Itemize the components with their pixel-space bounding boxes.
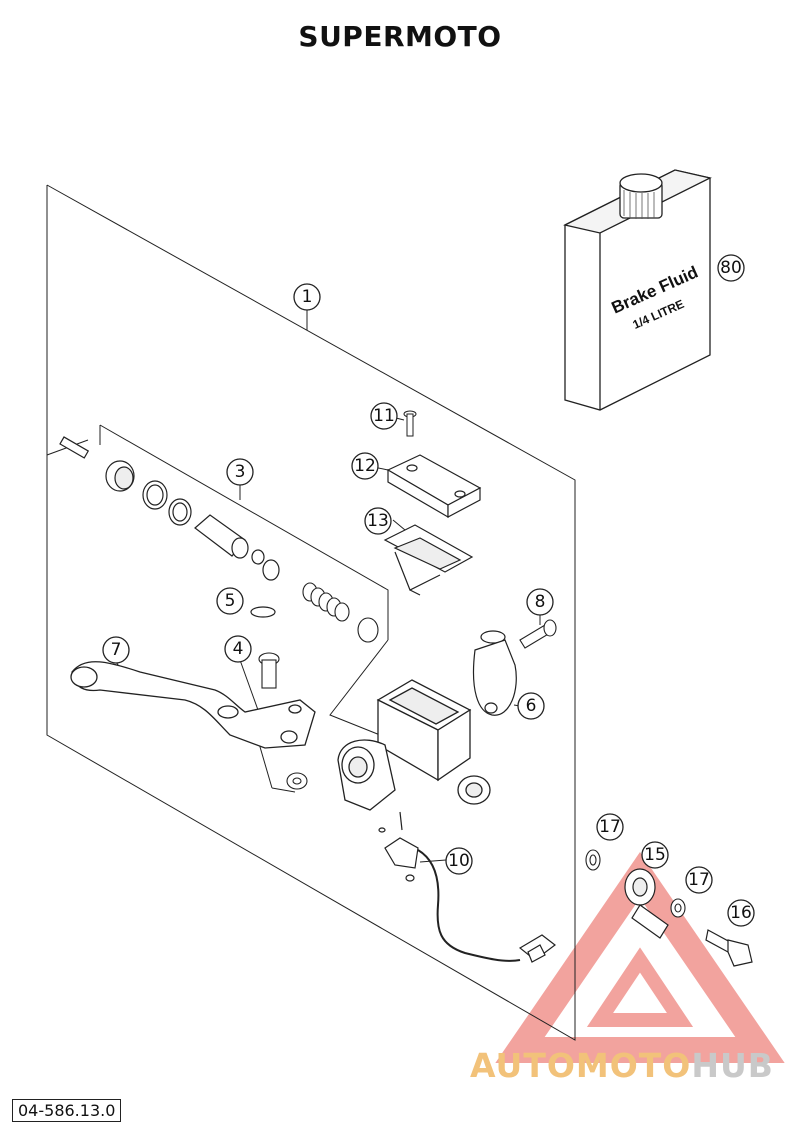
master-cylinder-body — [337, 679, 491, 811]
callout-3: 3 — [235, 462, 246, 482]
callout-circle-16 — [727, 899, 755, 927]
part-15-banjo — [624, 868, 669, 939]
part-17-washer-a — [585, 849, 601, 871]
leader-lines — [115, 310, 541, 863]
part-10-switch — [378, 811, 556, 963]
callouts — [102, 254, 755, 927]
part-11-screw — [403, 410, 417, 437]
callout-8: 8 — [535, 592, 546, 612]
callout-circle-5 — [216, 587, 244, 615]
part-3-spring — [302, 582, 379, 643]
callout-circle-10 — [445, 847, 473, 875]
watermark-logo — [495, 852, 785, 1063]
callout-circle-15 — [641, 841, 669, 869]
page-title: SUPERMOTO — [298, 20, 502, 53]
callout-4: 4 — [233, 639, 244, 659]
part-16-banjo-bolt — [705, 929, 753, 967]
callout-10: 10 — [448, 851, 470, 871]
callout-circle-7 — [102, 636, 130, 664]
callout-circle-17a — [596, 813, 624, 841]
callout-circle-17b — [685, 866, 713, 894]
callout-16: 16 — [730, 903, 752, 923]
callout-5: 5 — [225, 591, 236, 611]
part-17-washer-b — [670, 898, 686, 918]
callout-circle-8 — [526, 588, 554, 616]
watermark-part1: AUTOMOTO — [470, 1046, 692, 1085]
part-12-cover — [386, 454, 482, 519]
callout-circle-4 — [224, 635, 252, 663]
callout-17b: 17 — [688, 870, 710, 890]
part-6-clamp — [472, 630, 517, 716]
callout-80: 80 — [720, 258, 742, 278]
callout-13: 13 — [367, 511, 389, 531]
part-8-bolt — [519, 619, 557, 649]
callout-circle-12 — [351, 452, 379, 480]
brake-fluid-bottle — [563, 169, 712, 411]
callout-circle-3 — [226, 458, 254, 486]
callout-labels: 1 3 4 5 6 7 8 10 11 12 13 15 16 17 17 80 — [111, 258, 752, 923]
callout-7: 7 — [111, 640, 122, 660]
document-code: 04-586.13.0 — [12, 1099, 122, 1122]
part-7-lever — [70, 661, 316, 749]
part-4-bracket — [239, 659, 296, 793]
callout-15: 15 — [644, 845, 666, 865]
watermark-part2: HUB — [691, 1046, 774, 1085]
callout-1: 1 — [302, 287, 313, 307]
callout-6: 6 — [526, 696, 537, 716]
part-4-pivot-bolt — [258, 652, 308, 790]
callout-circle-1 — [293, 283, 321, 311]
part-13-diaphragm — [383, 524, 474, 596]
part-3-piston-kit — [59, 436, 280, 618]
callout-17a: 17 — [599, 817, 621, 837]
callout-circle-6 — [517, 692, 545, 720]
callout-circle-11 — [370, 402, 398, 430]
callout-circle-80 — [717, 254, 745, 282]
assembly-frame — [46, 184, 576, 1041]
callout-11: 11 — [373, 406, 395, 426]
callout-12: 12 — [354, 456, 376, 476]
watermark-text: AUTOMOTOHUB — [470, 1046, 774, 1085]
callout-circle-13 — [364, 507, 392, 535]
